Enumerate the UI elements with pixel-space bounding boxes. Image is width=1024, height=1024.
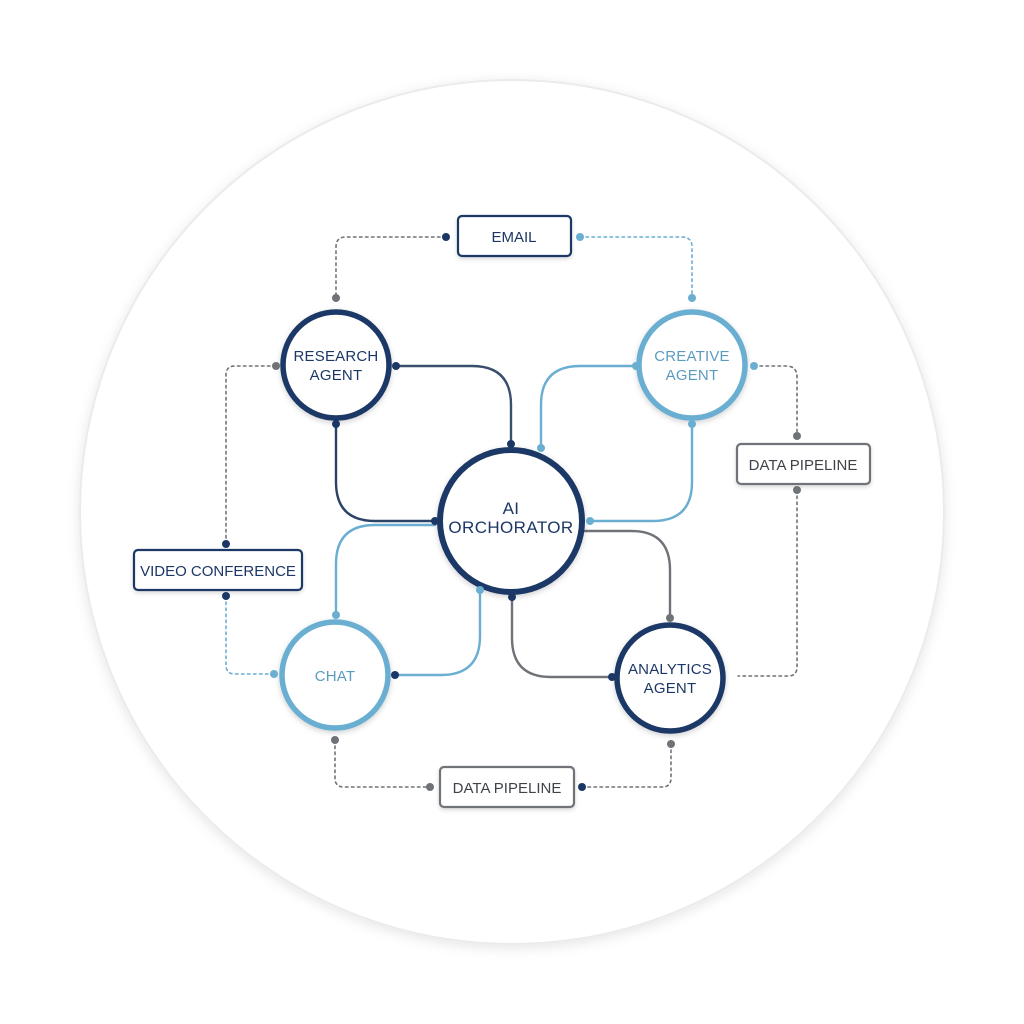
link-pipeline-analytics [737, 489, 798, 677]
dot [576, 233, 584, 241]
link-research-video [225, 365, 277, 545]
dot [426, 783, 434, 791]
dot [507, 440, 515, 448]
connector-dots [222, 233, 801, 791]
link-hub-chat-top [334, 523, 437, 617]
dot [688, 420, 696, 428]
data-pipeline-right-box[interactable] [735, 442, 872, 486]
link-hub-analytics-top [580, 529, 672, 620]
chat-node[interactable] [279, 619, 391, 731]
video-conference-label: VIDEO CONFERENCE [140, 563, 296, 580]
analytics-agent-node[interactable] [614, 622, 726, 734]
dot [431, 517, 439, 525]
creative-agent-label-line2: AGENT [666, 367, 719, 384]
dot [508, 593, 516, 601]
data-pipeline-right-label: DATA PIPELINE [749, 457, 858, 474]
dot [793, 432, 801, 440]
dot [331, 736, 339, 744]
hub-node[interactable] [437, 447, 585, 595]
email-box[interactable] [456, 214, 573, 258]
link-research-hub-left [334, 422, 437, 523]
dot [632, 362, 640, 370]
link-hub-analytics-left [510, 595, 614, 679]
link-hub-chat-right [393, 588, 482, 677]
research-agent-node[interactable] [280, 309, 392, 421]
dot [688, 294, 696, 302]
data-pipeline-bottom-box[interactable] [438, 765, 576, 809]
dot [537, 444, 545, 452]
link-chat-pipeline [334, 739, 431, 788]
link-email-creative [579, 236, 693, 299]
research-agent-label-line2: AGENT [310, 367, 363, 384]
dot [332, 611, 340, 619]
dot [332, 420, 340, 428]
chat-label: CHAT [315, 668, 356, 685]
video-conference-box[interactable] [132, 548, 304, 592]
link-video-chat [225, 595, 275, 675]
dot [476, 586, 484, 594]
dot [222, 540, 230, 548]
analytics-agent-label-line1: ANALYTICS [628, 661, 712, 678]
dot [586, 517, 594, 525]
creative-agent-label-line1: CREATIVE [654, 348, 730, 365]
dot [272, 362, 280, 370]
dot [442, 233, 450, 241]
link-pipeline-analytics-bottom [581, 743, 672, 788]
link-research-hub-top [394, 364, 513, 446]
dot [391, 671, 399, 679]
hub-label-line1: AI [503, 499, 520, 518]
email-label: EMAIL [491, 229, 536, 246]
dot [392, 362, 400, 370]
dot [793, 486, 801, 494]
dot [750, 362, 758, 370]
dot [666, 614, 674, 622]
creative-agent-node[interactable] [636, 309, 748, 421]
dot [270, 670, 278, 678]
dot [608, 673, 616, 681]
hub-label-line2: ORCHORATOR [448, 518, 573, 537]
link-email-research [335, 236, 447, 299]
dot [578, 783, 586, 791]
research-agent-label-line1: RESEARCH [294, 348, 379, 365]
link-creative-pipeline [753, 365, 798, 437]
dot [222, 592, 230, 600]
dot [332, 294, 340, 302]
dot [667, 740, 675, 748]
link-creative-hub [539, 364, 638, 450]
link-creative-hub-right [588, 422, 694, 523]
analytics-agent-label-line2: AGENT [644, 680, 697, 697]
data-pipeline-bottom-label: DATA PIPELINE [453, 780, 562, 797]
